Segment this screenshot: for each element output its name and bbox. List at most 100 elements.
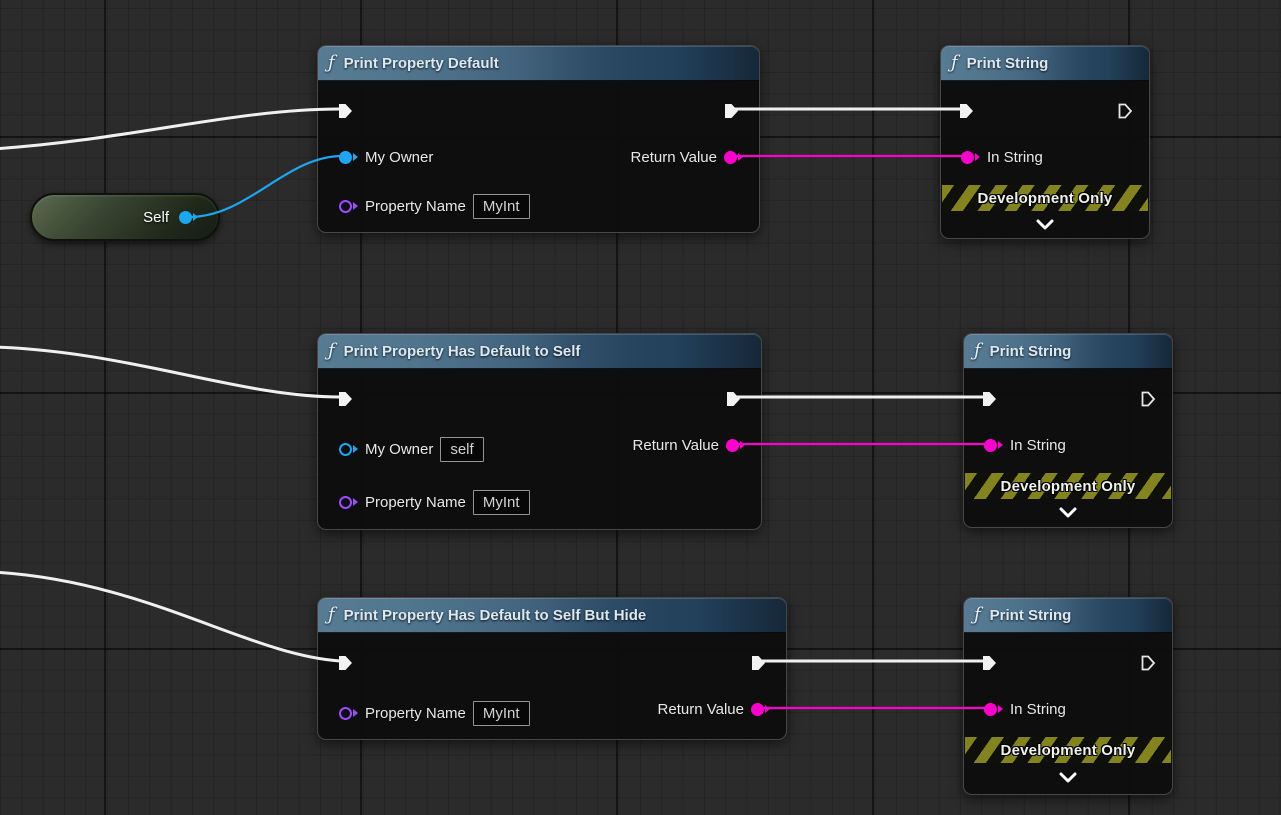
node-print-string-2[interactable]: ƒ Print String In String Development Onl… [963,333,1173,528]
chevron-down-icon [1059,772,1077,783]
pin-label: Property Name [365,197,466,215]
function-icon: ƒ [974,604,981,625]
variable-node-self[interactable]: Self [30,193,220,241]
string-pin-icon [984,438,997,452]
my-owner-input-pin[interactable] [339,442,358,456]
pin-row-in-string: In String [984,432,1066,458]
name-pin-icon [339,199,352,213]
development-only-banner: Development Only [965,737,1171,763]
node-title: Print String [989,606,1072,624]
node-title: Print Property Has Default to Self But H… [343,606,647,624]
pin-row-my-owner: My Owner self [339,436,484,462]
function-icon: ƒ [328,340,335,361]
node-header[interactable]: ƒ Print Property Default [318,46,759,81]
pin-row-return-value: Return Value [631,144,743,170]
pin-label: Return Value [632,436,719,454]
wire-object-self-to-fn1[interactable] [188,154,343,219]
node-title: Print Property Has Default to Self [343,342,581,360]
node-header[interactable]: ƒ Print String [941,46,1149,81]
function-icon: ƒ [951,52,958,73]
pin-wedge-icon [353,153,358,161]
exec-input-pin[interactable] [959,103,974,119]
my-owner-input-pin[interactable] [339,150,358,164]
pin-label: My Owner [365,148,434,166]
development-only-banner: Development Only [942,185,1148,211]
pin-label: My Owner [365,440,434,458]
pin-row-property-name: Property Name MyInt [339,700,530,726]
development-only-banner: Development Only [965,473,1171,499]
node-print-string-1[interactable]: ƒ Print String In String Development Onl… [940,45,1150,239]
in-string-input-pin[interactable] [961,150,980,164]
wire-exec-into-fn3[interactable] [0,571,341,663]
property-name-field[interactable]: MyInt [472,700,530,726]
function-icon: ƒ [328,604,335,625]
pin-wedge-icon [998,705,1003,713]
exec-output-pin[interactable] [726,391,741,407]
node-header[interactable]: ƒ Print Property Has Default to Self [318,334,761,369]
wire-exec-into-fn1[interactable] [0,107,341,150]
exec-input-pin[interactable] [338,103,353,119]
object-pin-icon [339,150,352,164]
function-icon: ƒ [974,340,981,361]
exec-output-pin[interactable] [1141,391,1156,407]
node-print-string-3[interactable]: ƒ Print String In String Development Onl… [963,597,1173,795]
exec-input-pin[interactable] [338,655,353,671]
exec-output-pin[interactable] [1141,655,1156,671]
pin-label: In String [1010,436,1066,454]
exec-output-pin[interactable] [1118,103,1133,119]
variable-node-label: Self [143,208,169,226]
expand-advanced-button[interactable] [1059,770,1077,788]
property-name-input-pin[interactable] [339,199,358,213]
string-pin-icon [724,150,737,164]
pin-row-property-name: Property Name MyInt [339,489,530,515]
property-name-input-pin[interactable] [339,495,358,509]
pin-row-return-value: Return Value [658,696,770,722]
exec-input-pin[interactable] [338,391,353,407]
pin-wedge-icon [353,709,358,717]
exec-output-pin[interactable] [724,103,739,119]
name-pin-icon [339,495,352,509]
pin-label: In String [987,148,1043,166]
banner-label: Development Only [977,189,1113,207]
node-header[interactable]: ƒ Print Property Has Default to Self But… [318,598,786,633]
pin-label: Return Value [657,700,744,718]
string-pin-icon [961,150,974,164]
chevron-down-icon [1036,219,1054,230]
pin-wedge-icon [353,202,358,210]
property-name-field[interactable]: MyInt [472,489,530,515]
pin-wedge-icon [998,441,1003,449]
node-print-property-default[interactable]: ƒ Print Property Default My Owner Return… [317,45,760,233]
in-string-input-pin[interactable] [984,438,1003,452]
object-pin-icon [179,210,192,224]
pin-row-my-owner: My Owner [339,144,433,170]
pin-label: Return Value [630,148,717,166]
pin-wedge-icon [353,498,358,506]
exec-output-pin[interactable] [751,655,766,671]
node-print-property-has-default-to-self[interactable]: ƒ Print Property Has Default to Self My … [317,333,762,530]
pin-row-in-string: In String [961,144,1043,170]
pin-label: In String [1010,700,1066,718]
node-title: Print Property Default [343,54,499,72]
pin-row-in-string: In String [984,696,1066,722]
pin-row-property-name: Property Name MyInt [339,193,530,219]
expand-advanced-button[interactable] [1036,217,1054,235]
node-header[interactable]: ƒ Print String [964,598,1172,633]
my-owner-field[interactable]: self [440,436,484,462]
pin-wedge-icon [975,153,980,161]
node-header[interactable]: ƒ Print String [964,334,1172,369]
node-print-property-has-default-to-self-but-hide[interactable]: ƒ Print Property Has Default to Self But… [317,597,787,740]
exec-input-pin[interactable] [982,391,997,407]
node-title: Print String [989,342,1072,360]
pin-label: Property Name [365,704,466,722]
property-name-input-pin[interactable] [339,706,358,720]
chevron-down-icon [1059,507,1077,518]
pin-row-return-value: Return Value [633,432,745,458]
name-pin-icon [339,706,352,720]
pin-wedge-icon [353,445,358,453]
expand-advanced-button[interactable] [1059,505,1077,523]
wire-exec-into-fn2[interactable] [0,345,341,399]
property-name-field[interactable]: MyInt [472,193,530,219]
exec-input-pin[interactable] [982,655,997,671]
